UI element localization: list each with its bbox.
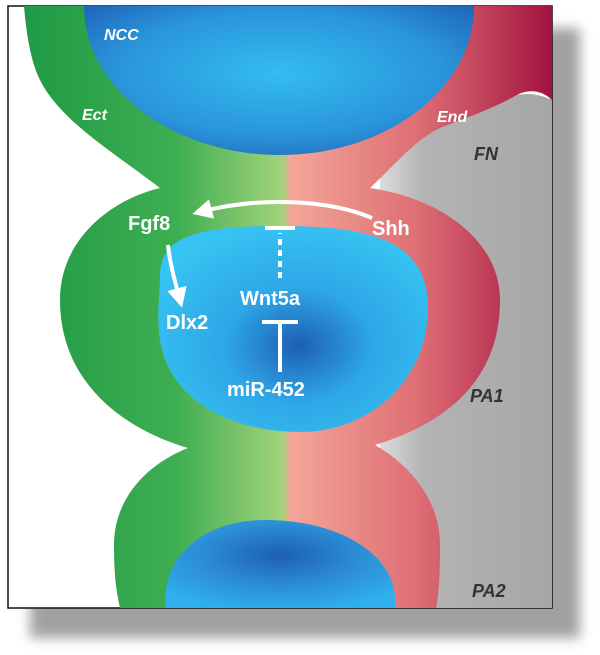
label-pa2: PA2 (472, 581, 506, 601)
shh-to-fgf8-arrow (192, 199, 373, 220)
label-pa1: PA1 (470, 386, 504, 406)
fgf8-to-dlx2-arrow (166, 244, 187, 308)
gene-dlx2: Dlx2 (166, 312, 208, 334)
ncc-pa1-core (158, 226, 428, 432)
gene-mir452: miR-452 (227, 379, 305, 401)
gene-shh: Shh (372, 218, 410, 240)
ncc-pa2 (165, 520, 395, 608)
ncc-frontonasal (84, 6, 474, 155)
label-fn: FN (474, 144, 499, 164)
label-ect: Ect (82, 107, 108, 124)
gene-fgf8: Fgf8 (128, 213, 170, 235)
label-end: End (437, 109, 468, 126)
label-ncc: NCC (104, 27, 139, 44)
gene-wnt5a: Wnt5a (240, 288, 301, 310)
